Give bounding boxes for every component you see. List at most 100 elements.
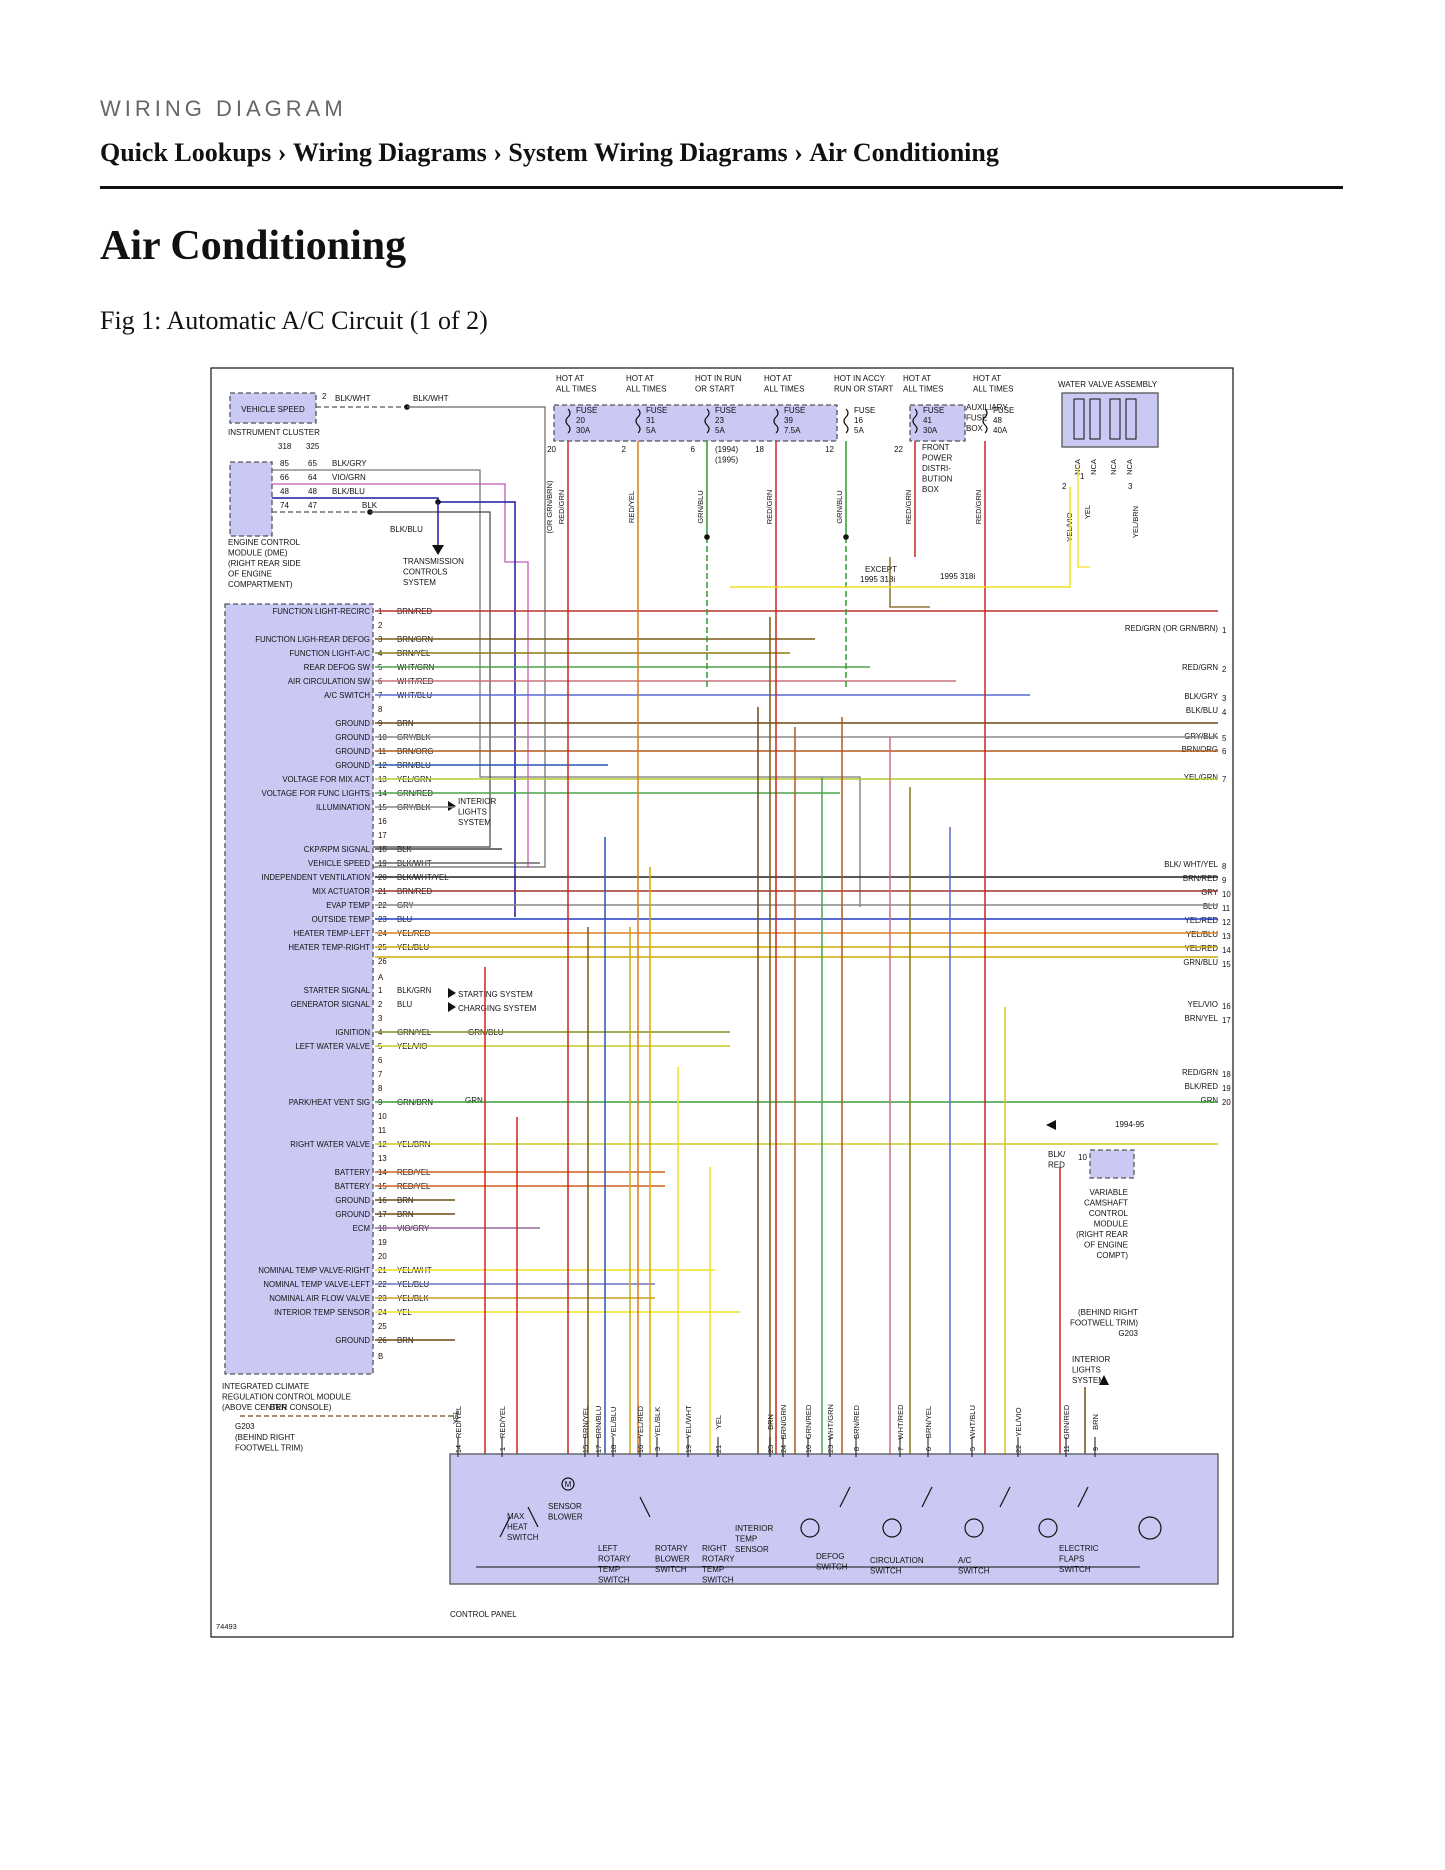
pin-number: 3	[378, 1014, 382, 1023]
fuse-number: 41	[923, 416, 932, 425]
right-wire-label: GRN/BLU	[1183, 958, 1218, 967]
fuse-wire-label: RED/GRN	[557, 490, 566, 525]
wire-blk-wht	[370, 406, 546, 868]
fuse-label: FUSE	[576, 406, 597, 415]
climate-module-label: INTEGRATED CLIMATE	[222, 1382, 309, 1391]
fuse-icon	[982, 408, 988, 434]
ground-location-label: FOOTWELL TRIM)	[235, 1444, 303, 1453]
fuse-wire-label: GRN/BLU	[696, 490, 705, 523]
max-heat-label: MAX	[507, 1512, 525, 1521]
climate-module-label: (ABOVE CENTER CONSOLE)	[222, 1403, 332, 1412]
pin-function-label: GROUND	[335, 1196, 370, 1205]
climate-module-box	[224, 603, 374, 1375]
breadcrumb-item-wiring-diagrams[interactable]: Wiring Diagrams	[292, 138, 487, 167]
pin-function-label: ILLUMINATION	[316, 803, 370, 812]
right-wire-label: RED/GRN	[1182, 663, 1218, 672]
right-pin-number: 19	[1222, 1084, 1231, 1093]
blk-red-label: BLK/	[1048, 1150, 1066, 1159]
pin-function-label: HEATER TEMP-LEFT	[294, 929, 371, 938]
interior-lights-label: INTERIOR	[1072, 1355, 1110, 1364]
vcm-box	[1089, 1149, 1135, 1179]
right-wire-label: GRN	[1201, 1096, 1218, 1105]
wire-label: YEL	[451, 1410, 460, 1424]
fuse-year-label: (1994)	[715, 445, 738, 454]
blk-red-label: RED	[1048, 1161, 1065, 1170]
fuse-hot-label: HOT IN ACCY	[834, 374, 886, 383]
fuse-rating: 5A	[646, 426, 656, 435]
interior-lights-label: SYSTEM	[458, 818, 491, 827]
pin-function-label: REAR DEFOG SW	[304, 663, 371, 672]
right-rotary-label: SWITCH	[702, 1576, 734, 1585]
fuse-label: FUSE	[646, 406, 667, 415]
fuse-pin-label: 18	[755, 445, 764, 454]
right-pin-number: 1	[1222, 626, 1226, 635]
bottom-wire-label: YEL/BLK	[653, 1407, 662, 1437]
pin-number: 16	[378, 817, 387, 826]
bottom-wire-label: BRN/BLU	[594, 1406, 603, 1439]
breadcrumb-item-quick-lookups[interactable]: Quick Lookups	[100, 138, 272, 167]
interior-lights-label: LIGHTS	[1072, 1366, 1101, 1375]
right-wire-label: BRN/ORG	[1182, 745, 1218, 754]
pin-function-label: GROUND	[335, 1210, 370, 1219]
pin-function-label: INDEPENDENT VENTILATION	[262, 873, 370, 882]
ecm-label: ENGINE CONTROL	[228, 538, 301, 547]
fuse-hot-label: OR START	[695, 385, 735, 394]
right-wire-label: BRN/YEL	[1185, 1014, 1219, 1023]
right-wire-label: YEL/VIO	[1188, 1000, 1218, 1009]
arrow-icon	[432, 545, 444, 555]
pin-function-label: HEATER TEMP-RIGHT	[288, 943, 370, 952]
pin-number: 11	[378, 1126, 386, 1135]
pin-wire-label: BLU	[397, 1000, 413, 1009]
instrument-cluster-label: INSTRUMENT CLUSTER	[228, 428, 320, 437]
pin-function-label: GROUND	[335, 747, 370, 756]
behind-right-label: G203	[1118, 1329, 1138, 1338]
bottom-wire-label: WHT/GRN	[826, 1404, 835, 1440]
fuse-rating: 30A	[923, 426, 938, 435]
bottom-wire-label: GRN/RED	[1062, 1404, 1071, 1439]
vcm-label: CAMSHAFT	[1084, 1199, 1128, 1208]
wire-blk-gry	[272, 469, 861, 907]
fuse-icon	[843, 408, 849, 434]
pin-function-label: CKP/RPM SIGNAL	[304, 845, 371, 854]
interior-lights-label: INTERIOR	[458, 797, 496, 806]
fuse-pin-label: 12	[825, 445, 834, 454]
year-label: 1995 318i	[860, 575, 895, 584]
fuse-hot-label: HOT AT	[764, 374, 792, 383]
fuse-hot-label: ALL TIMES	[556, 385, 596, 394]
aux-fuse-label: FUSE	[966, 414, 987, 423]
ground-name-label: G203	[235, 1422, 255, 1431]
defog-label: DEFOG	[816, 1552, 844, 1561]
right-rotary-label: RIGHT	[702, 1544, 727, 1553]
ecm-wire-label: VIO/GRN	[332, 473, 366, 482]
vcm-label: OF ENGINE	[1084, 1241, 1128, 1250]
circulation-label: SWITCH	[870, 1567, 902, 1576]
pin-function-label: FUNCTION LIGHT-A/C	[289, 649, 370, 658]
right-wire-label: GRY	[1201, 888, 1219, 897]
pin-number: 7	[378, 1070, 382, 1079]
behind-right-label: FOOTWELL TRIM)	[1070, 1319, 1138, 1328]
ecm-pin-label: 66	[280, 473, 289, 482]
fuse-hot-label: HOT AT	[626, 374, 654, 383]
interior-temp-label: TEMP	[735, 1535, 757, 1544]
vcm-label: COMPT)	[1096, 1251, 1128, 1260]
pin-function-label: LEFT WATER VALVE	[295, 1042, 370, 1051]
front-power-label: POWER	[922, 454, 952, 463]
breadcrumb: Quick Lookups › Wiring Diagrams › System…	[100, 138, 999, 168]
fuse-hot-label: ALL TIMES	[973, 385, 1013, 394]
motor-icon	[561, 1477, 575, 1491]
ecm-wire-label: BLK/GRY	[332, 459, 367, 468]
pin-number: 25	[378, 1322, 387, 1331]
right-pin-number: 2	[1222, 665, 1226, 674]
connector-label: B	[378, 1352, 383, 1361]
bottom-wire-label: BRN/YEL	[581, 1406, 590, 1438]
switch-icon	[499, 1516, 511, 1538]
solenoid-icon	[1125, 398, 1137, 440]
breadcrumb-item-system-wiring-diagrams[interactable]: System Wiring Diagrams	[508, 138, 788, 167]
pin-number: 17	[378, 831, 387, 840]
front-power-label: BOX	[922, 485, 940, 494]
right-pin-number: 15	[1222, 960, 1231, 969]
fuse-hot-label: ALL TIMES	[903, 385, 943, 394]
right-pin-number: 11	[1222, 904, 1230, 913]
indicator-lamp-icon	[1038, 1518, 1058, 1538]
water-valve-pin: NCA	[1089, 459, 1098, 475]
